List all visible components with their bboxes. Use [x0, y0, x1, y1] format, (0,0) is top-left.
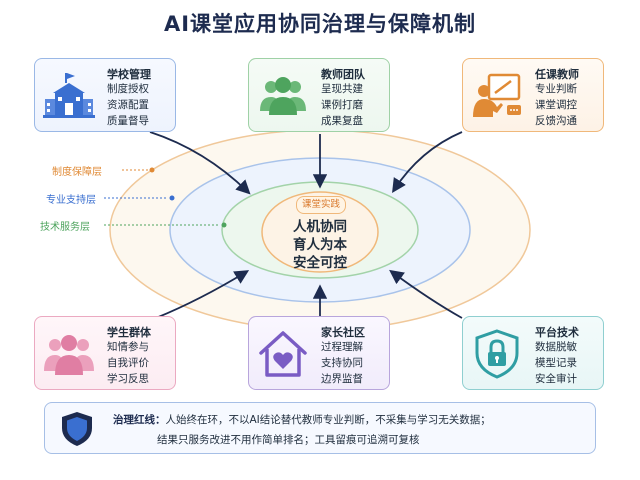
card-teachers: 教师团队 呈现共建 课例打磨 成果复盘	[248, 58, 390, 132]
card-item: 学习反思	[107, 373, 149, 385]
redline-line-2: 结果只服务改进不用作简单排名；工具留痕可追溯可复核	[157, 434, 420, 446]
card-item: 成果复盘	[321, 115, 363, 127]
page-title: AI课堂应用协同治理与保障机制	[163, 12, 477, 36]
card-platform: 平台技术 数据脱敏 模型记录 安全审计	[462, 316, 604, 390]
arrow-platform	[389, 269, 463, 319]
card-item: 反馈沟通	[535, 115, 577, 127]
card-item: 呈现共建	[321, 83, 363, 95]
card-community: 家长社区 过程理解 支持协同 边界监督	[248, 316, 390, 390]
layer-label-professional: 专业支持层	[46, 195, 96, 206]
card-item: 模型记录	[535, 357, 577, 369]
arrow-students	[155, 270, 250, 319]
arrow-instructor	[392, 131, 463, 194]
card-item: 知情参与	[107, 341, 149, 353]
redline-label: 治理红线：	[113, 414, 166, 426]
card-item: 制度授权	[107, 83, 149, 95]
card-item: 专业判断	[535, 83, 577, 95]
card-item: 安全审计	[535, 373, 577, 385]
layer-label-institution: 制度保障层	[52, 167, 102, 178]
card-item: 课堂调控	[535, 99, 577, 111]
arrow-school	[149, 131, 251, 195]
redline-line-1: 治理红线：人始终在环，不以AI结论替代教师专业判断，不采集与学习无关数据；	[113, 412, 491, 427]
school-building-icon	[43, 73, 95, 118]
home-heart-icon	[259, 331, 307, 377]
card-title: 学生群体	[107, 326, 151, 339]
card-title: 学校管理	[107, 68, 151, 81]
student-group-icon	[44, 335, 94, 375]
shield-lock-icon	[475, 329, 519, 379]
governance-redline-box: 治理红线：人始终在环，不以AI结论替代教师专业判断，不采集与学习无关数据； 结果…	[44, 402, 596, 454]
card-item: 课例打磨	[321, 99, 363, 111]
layer-label-technical: 技术服务层	[40, 222, 90, 233]
card-title: 家长社区	[321, 326, 365, 339]
card-title: 平台技术	[535, 326, 579, 339]
shield-icon	[62, 412, 92, 446]
card-item: 支持协同	[321, 357, 363, 369]
card-title: 任课教师	[535, 68, 579, 81]
card-item: 数据脱敏	[535, 341, 577, 353]
card-students: 学生群体 知情参与 自我评价 学习反思	[34, 316, 176, 390]
card-title: 教师团队	[321, 68, 365, 81]
center-line-2: 育人为本	[293, 237, 347, 253]
teacher-at-board-icon	[473, 73, 521, 117]
card-item: 过程理解	[321, 341, 363, 353]
teacher-team-icon	[260, 77, 306, 115]
center-tag: 课堂实践	[296, 196, 346, 214]
card-item: 自我评价	[107, 357, 149, 369]
core-ring	[261, 191, 379, 273]
card-instructor: 任课教师 专业判断 课堂调控 反馈沟通	[462, 58, 604, 132]
card-item: 资源配置	[107, 99, 149, 111]
card-school: 学校管理 制度授权 资源配置 质量督导	[34, 58, 176, 132]
card-item: 质量督导	[107, 115, 149, 127]
center-line-1: 人机协同	[293, 219, 347, 235]
redline-text-1: 人始终在环，不以AI结论替代教师专业判断，不采集与学习无关数据；	[165, 414, 491, 426]
center-line-3: 安全可控	[293, 255, 347, 271]
card-item: 边界监督	[321, 373, 363, 385]
